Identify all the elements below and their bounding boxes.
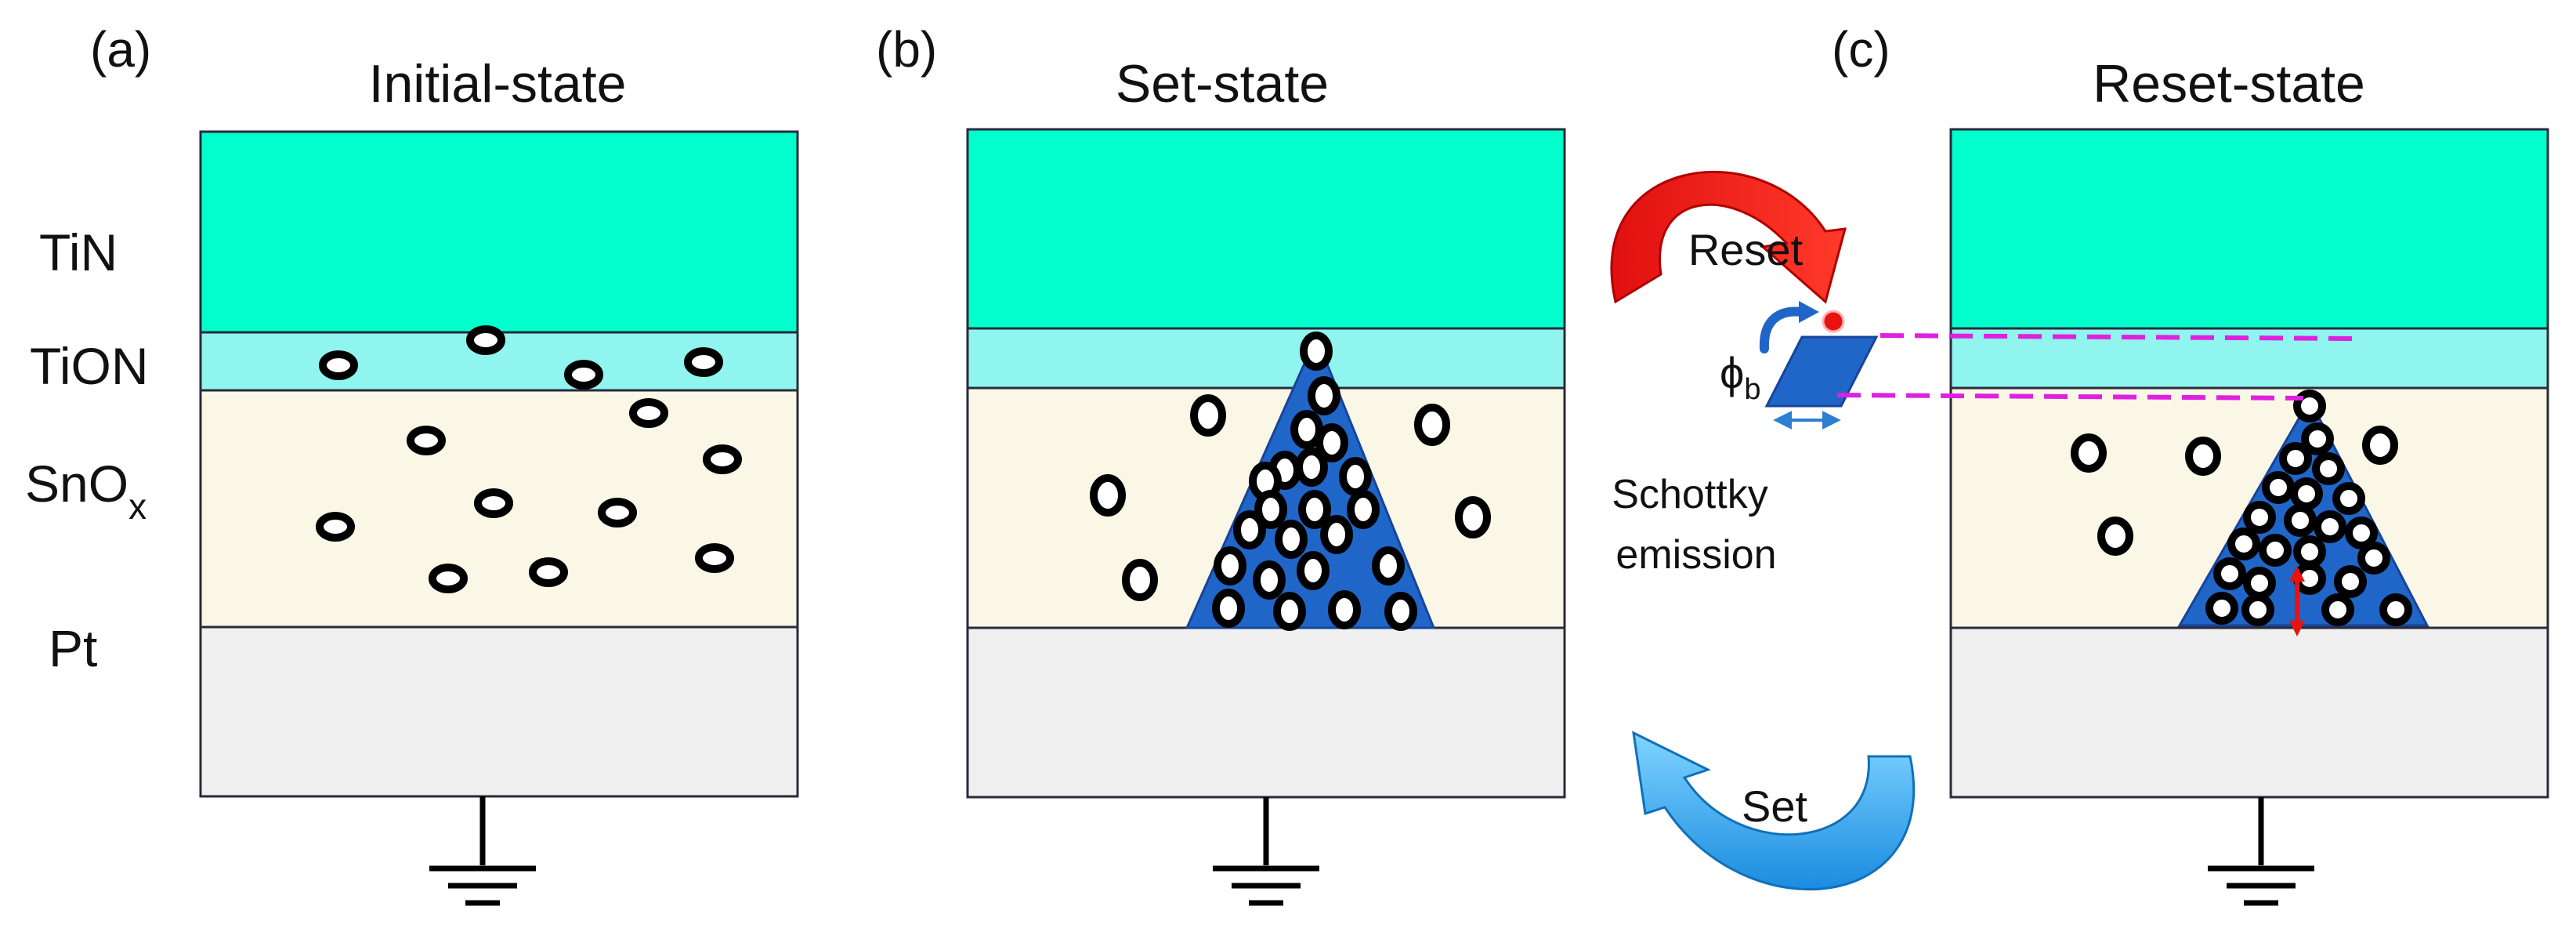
panel-b-vacancies — [1090, 332, 1491, 631]
layer-label-tion: TiON — [30, 337, 149, 395]
panel-b-stack — [966, 128, 1566, 799]
schottky-barrier-block — [1764, 335, 1879, 408]
panel-a-pt-layer — [199, 625, 799, 798]
layer-label-pt: Pt — [49, 619, 97, 677]
guide-line-upper — [1880, 333, 2359, 341]
panel-c-tion-layer — [1949, 327, 2549, 390]
panel-a-tag: (a) — [90, 21, 151, 78]
guide-line-lower — [1836, 393, 2304, 401]
emission-label: emission — [1615, 532, 1776, 578]
panel-c-pt-layer — [1949, 626, 2549, 799]
panel-b-tion-layer — [966, 327, 1566, 390]
panel-c-tag: (c) — [1832, 21, 1890, 78]
panel-c-title: Reset-state — [2093, 54, 2365, 114]
panel-a-vacancies — [316, 325, 742, 593]
layer-label-snox-sub: x — [128, 486, 147, 527]
barrier-symbol: ϕ — [1720, 348, 1744, 397]
electron-hop-arrow — [1759, 306, 1807, 353]
panel-b-tag: (b) — [876, 21, 937, 78]
panel-b-title: Set-state — [1116, 54, 1329, 114]
electron-icon — [1822, 310, 1845, 333]
panel-a-tin-layer — [199, 130, 799, 334]
panel-c-stack — [1949, 128, 2549, 799]
layer-label-tin: TiN — [39, 223, 118, 281]
panel-c-tin-layer — [1949, 128, 2549, 330]
panel-c-ground-icon — [2208, 797, 2314, 906]
barrier-height-label: ϕb — [1720, 348, 1761, 406]
panel-a-title: Initial-state — [369, 54, 627, 114]
schottky-label: Schottky — [1612, 472, 1767, 517]
layer-label-snox: SnOx — [25, 455, 147, 527]
panel-b-pt-layer — [966, 626, 1566, 799]
set-curved-arrow — [1632, 731, 1916, 890]
panel-b-tin-layer — [966, 128, 1566, 330]
panel-c-vacancies — [2071, 390, 2412, 626]
panel-a-ground-icon — [429, 796, 536, 906]
reset-label: Reset — [1688, 225, 1804, 274]
panel-b-ground-icon — [1213, 797, 1319, 906]
electron-hop-arrowhead — [1799, 301, 1819, 323]
layer-label-snox-base: SnO — [25, 455, 128, 513]
barrier-subscript: b — [1744, 373, 1760, 406]
set-label: Set — [1742, 781, 1807, 831]
reset-curved-arrow — [1610, 170, 1847, 304]
panel-c-gap-arrow — [2289, 566, 2305, 636]
